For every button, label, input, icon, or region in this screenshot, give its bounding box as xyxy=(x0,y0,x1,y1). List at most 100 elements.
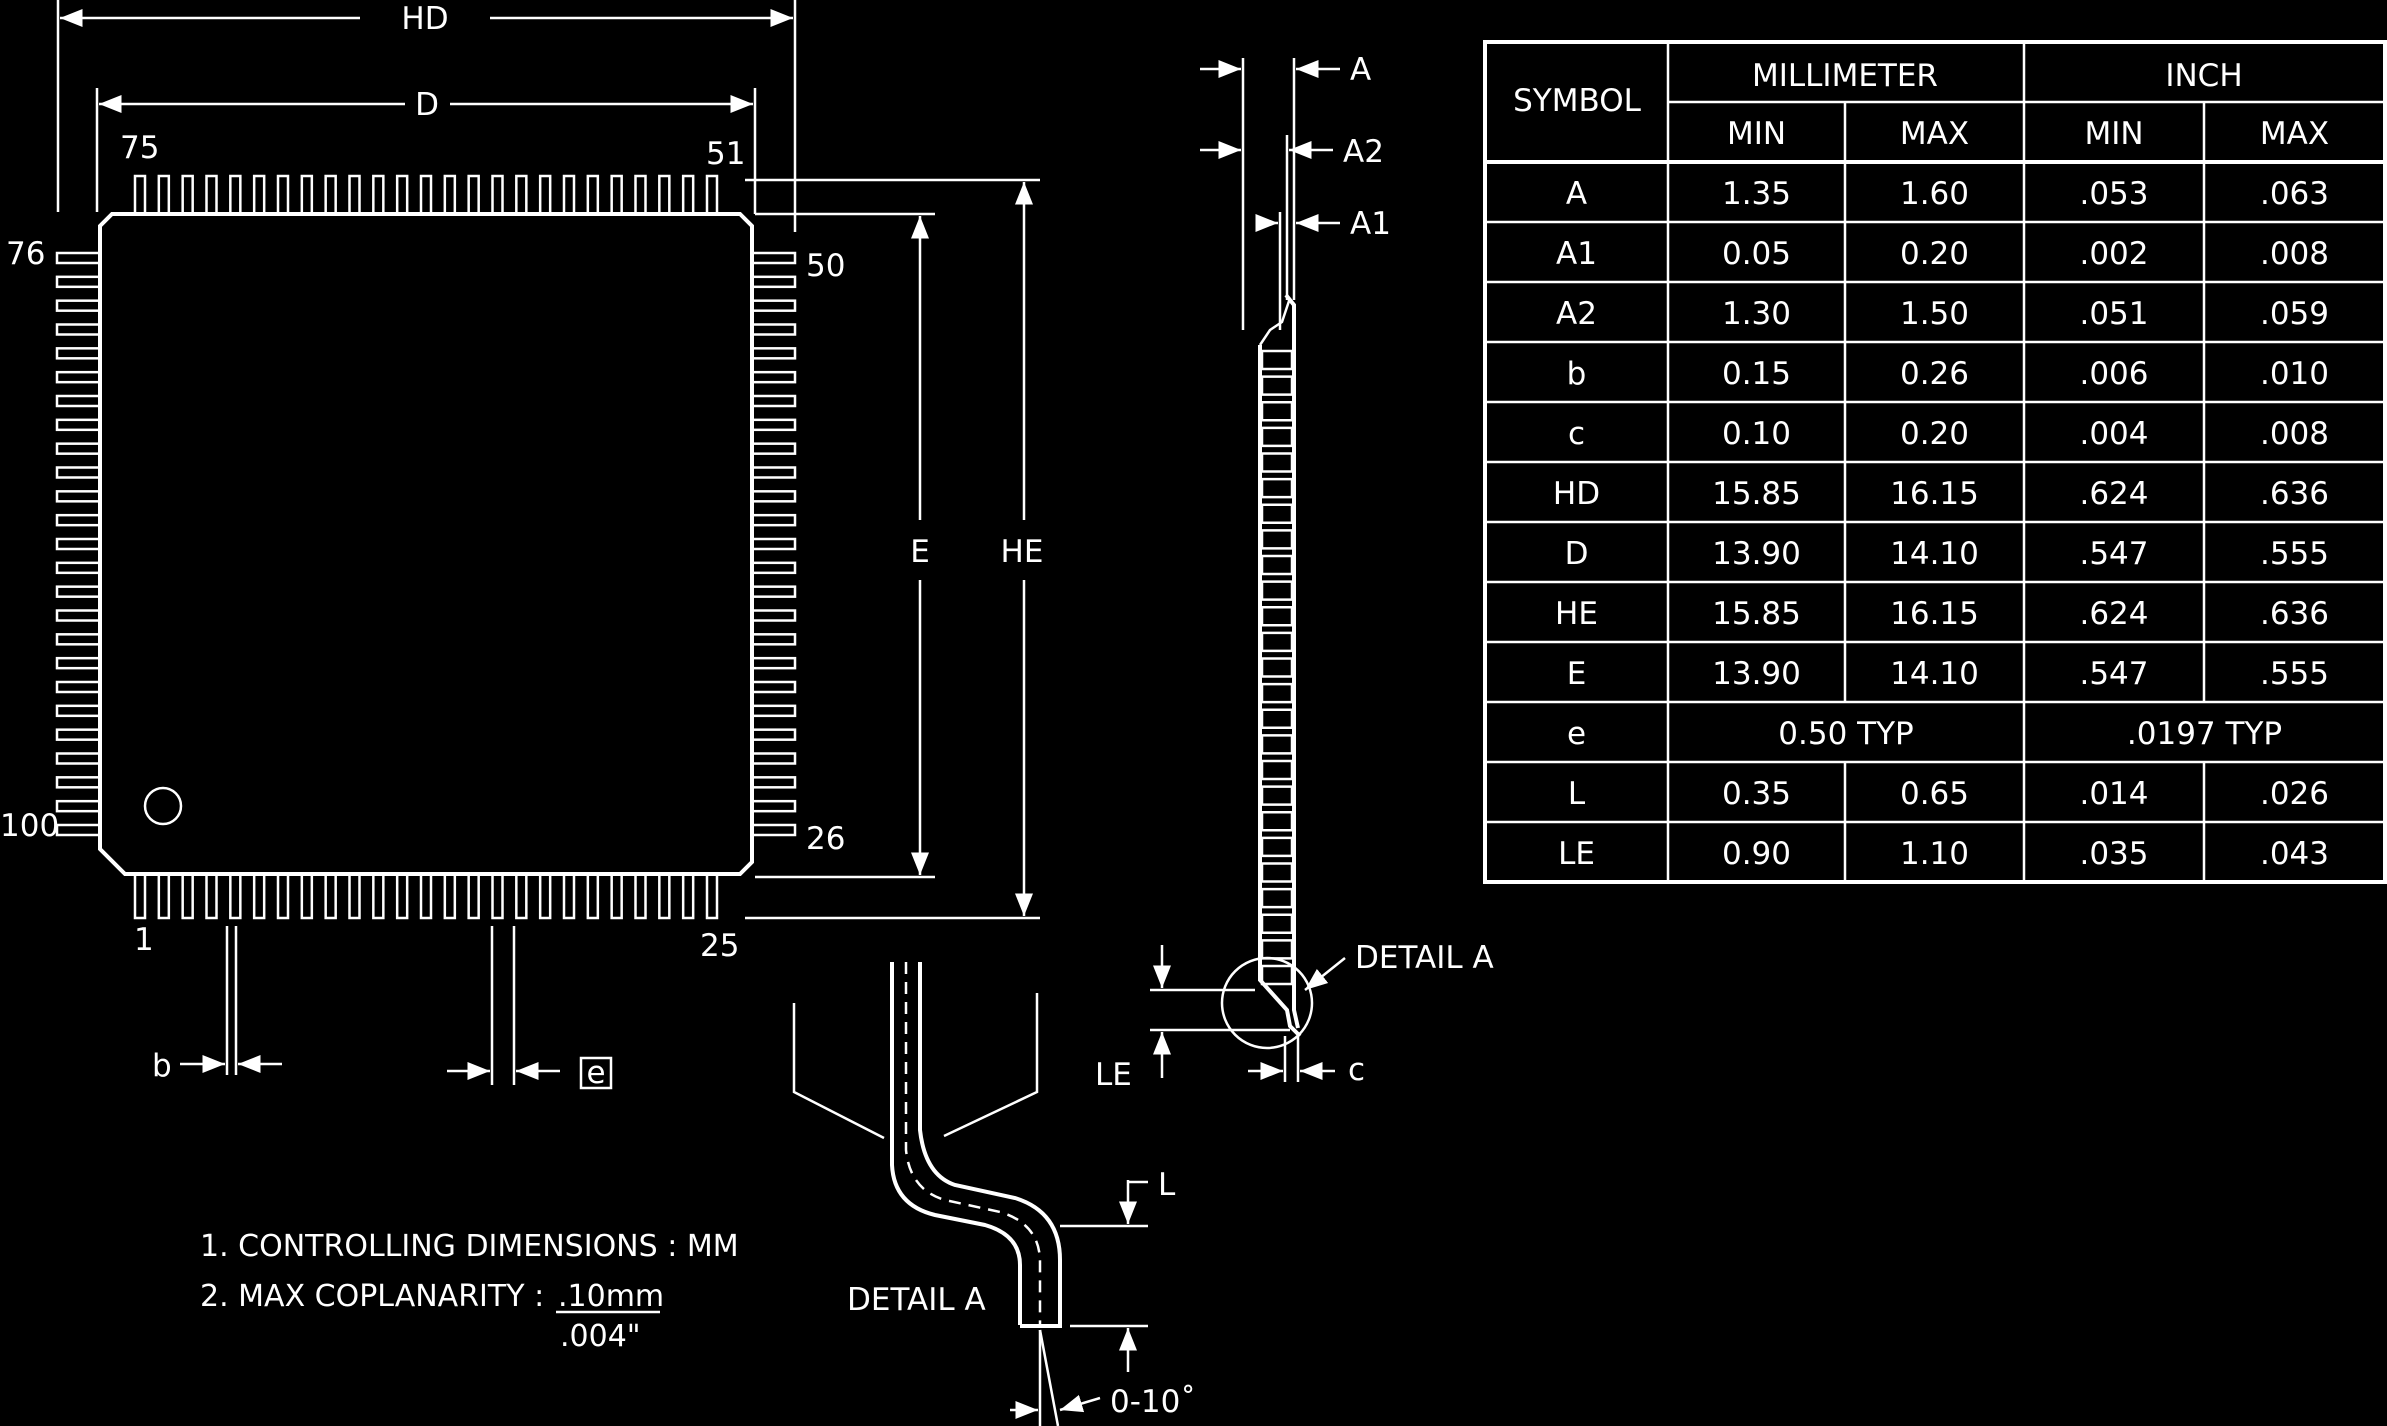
pin-lead-right xyxy=(750,370,797,384)
dim-c-label: c xyxy=(1348,1052,1365,1088)
pin-lead-top xyxy=(467,174,480,216)
pin-lead-top xyxy=(705,174,719,216)
pin-lead-right xyxy=(750,728,797,741)
pin-lead-right xyxy=(750,275,797,289)
side-lead xyxy=(1260,964,1294,986)
table-cell-value: .051 xyxy=(2079,296,2148,332)
table-cell-value: .555 xyxy=(2260,656,2329,692)
pin-lead-left xyxy=(55,561,102,575)
pin-lead-left xyxy=(55,418,102,432)
pin-lead-right xyxy=(750,656,797,670)
pin-lead-bottom xyxy=(276,872,290,920)
side-lead xyxy=(1260,862,1294,883)
dim-a-label: A xyxy=(1350,52,1371,88)
dim-e-label: E xyxy=(910,534,930,570)
pin-lead-right xyxy=(750,704,797,718)
side-lead xyxy=(1260,452,1294,473)
table-cell-symbol: e xyxy=(1567,716,1586,752)
table-cell-value: .053 xyxy=(2079,176,2148,212)
dim-e-pitch-label: e xyxy=(586,1055,605,1091)
pin-lead-left xyxy=(55,370,102,384)
pin-75-label: 75 xyxy=(120,130,159,166)
pin-lead-right xyxy=(750,633,797,646)
pin-lead-left xyxy=(55,537,102,551)
table-cell-typ: 0.50 TYP xyxy=(1778,716,1913,752)
dim-hd-label: HD xyxy=(401,1,448,37)
table-cell-value: 0.90 xyxy=(1722,836,1791,872)
pin-lead-bottom xyxy=(443,872,457,920)
pin-lead-bottom xyxy=(252,872,266,920)
note-2-mm: .10mm xyxy=(558,1279,664,1314)
table-cell-value: 16.15 xyxy=(1890,476,1979,512)
table-cell-symbol: LE xyxy=(1558,836,1595,872)
pin-lead-left xyxy=(55,776,102,789)
table-cell-value: 0.26 xyxy=(1900,356,1969,392)
pin-lead-right xyxy=(750,609,797,622)
pin-lead-bottom xyxy=(610,872,623,920)
pin-lead-bottom xyxy=(348,872,361,920)
side-lead xyxy=(1260,887,1294,909)
pin-lead-right xyxy=(750,799,797,813)
pin-1-label: 1 xyxy=(134,922,154,958)
pin-lead-top xyxy=(634,174,647,216)
pin-lead-left xyxy=(55,275,102,289)
side-lead xyxy=(1260,785,1294,806)
pin-lead-left xyxy=(55,609,102,622)
angle-label: 0-10˚ xyxy=(1110,1384,1196,1420)
pin-lead-bottom xyxy=(324,872,337,920)
table-cell-value: 1.35 xyxy=(1722,176,1791,212)
table-cell-value: .002 xyxy=(2079,236,2148,272)
table-cell-value: 14.10 xyxy=(1890,536,1979,572)
pin-lead-top xyxy=(586,174,600,216)
table-cell-value: 15.85 xyxy=(1712,596,1801,632)
dim-a1-label: A1 xyxy=(1350,206,1391,242)
table-cell-symbol: A xyxy=(1566,176,1587,212)
pin-lead-left xyxy=(55,799,102,813)
table-cell-value: 1.10 xyxy=(1900,836,1969,872)
pin-lead-top xyxy=(443,174,457,216)
table-header-symbol: SYMBOL xyxy=(1513,83,1641,119)
pin-lead-right xyxy=(750,490,797,503)
pin-lead-top xyxy=(681,174,695,216)
table-cell-symbol: A1 xyxy=(1556,236,1597,272)
pin-lead-right xyxy=(750,251,797,265)
pin-lead-top xyxy=(491,174,504,216)
table-cell-value: .008 xyxy=(2260,416,2329,452)
pin-lead-left xyxy=(55,513,102,527)
pin-lead-left xyxy=(55,585,102,598)
table-header-millimeter: MILLIMETER xyxy=(1752,58,1938,94)
side-lead xyxy=(1260,913,1294,934)
note-2: 2. MAX COPLANARITY : xyxy=(200,1279,544,1314)
pin-lead-bottom xyxy=(634,872,647,920)
table-cell-value: 16.15 xyxy=(1890,596,1979,632)
pin-lead-right xyxy=(750,823,797,837)
table-cell-value: .555 xyxy=(2260,536,2329,572)
table-cell-symbol: b xyxy=(1567,356,1587,392)
pin-lead-bottom xyxy=(515,872,528,920)
table-cell-value: 13.90 xyxy=(1712,536,1801,572)
side-view: A A2 A1 DETAIL A LE c xyxy=(1095,52,1494,1093)
pins-bottom-row xyxy=(133,872,719,920)
dim-l-label: L xyxy=(1158,1167,1176,1203)
pin-lead-top xyxy=(324,174,337,216)
table-cell-value: .026 xyxy=(2260,776,2329,812)
table-cell-value: .059 xyxy=(2260,296,2329,332)
table-cell-value: 0.20 xyxy=(1900,236,1969,272)
table-cell-value: .624 xyxy=(2079,476,2148,512)
table-cell-value: .035 xyxy=(2079,836,2148,872)
pin-lead-left xyxy=(55,728,102,741)
pin-lead-top xyxy=(419,174,433,216)
pin-lead-bottom xyxy=(133,872,147,920)
pin-lead-top xyxy=(181,174,194,216)
pin-lead-left xyxy=(55,656,102,670)
side-lead xyxy=(1260,580,1294,601)
pin-lead-right xyxy=(750,299,797,312)
pin-lead-top xyxy=(276,174,290,216)
side-lead xyxy=(1260,349,1294,371)
pin-lead-right xyxy=(750,585,797,598)
pin-lead-bottom xyxy=(491,872,504,920)
pin-lead-top xyxy=(610,174,623,216)
table-cell-value: .624 xyxy=(2079,596,2148,632)
top-view: HD D E HE 75 51 76 50 100 26 1 25 b xyxy=(0,0,1043,1091)
